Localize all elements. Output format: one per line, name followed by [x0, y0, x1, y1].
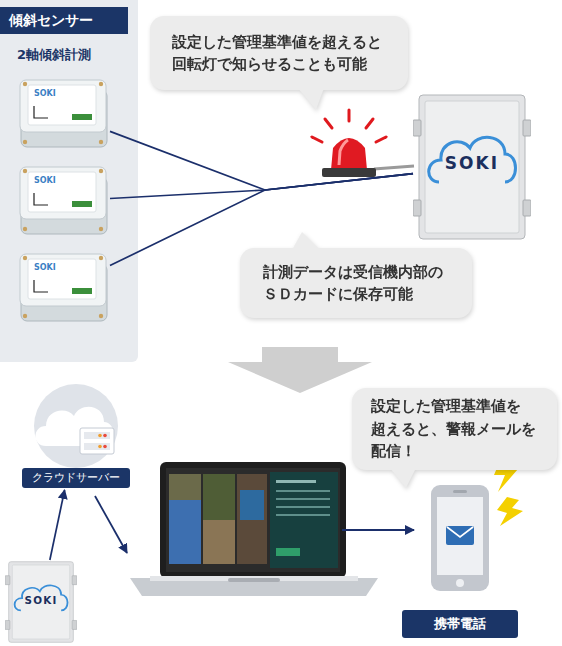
- node-graphic: [20, 382, 132, 470]
- callout-body: 計測データは受信機内部の ＳＤカードに保存可能: [263, 261, 449, 306]
- sensor-device: SOKI: [18, 252, 110, 324]
- logo-text: SOKI: [5, 594, 77, 606]
- sensor-panel: SOKI SOKI SOKI 傾斜センサー 2軸傾斜計測: [0, 0, 138, 362]
- callout-body: 設定した管理基準値を 超えると、警報メールを 配信！: [371, 395, 538, 463]
- callout-bubble: 設定した管理基準値を 超えると、警報メールを 配信！: [352, 388, 557, 470]
- lamp-dome: [331, 138, 367, 170]
- lamp-rays: [312, 110, 386, 142]
- callout-bubble: 計測データは受信機内部の ＳＤカードに保存可能: [240, 248, 472, 318]
- callout-tail: [150, 16, 408, 90]
- logo-text: SOKI: [34, 176, 56, 185]
- callout-text: 設定した管理基準値を 超えると、警報メールを 配信！: [371, 395, 538, 463]
- laptop: [130, 462, 378, 596]
- connector-line: [110, 131, 413, 190]
- lamp-base: [322, 168, 376, 177]
- logo: SOKI: [413, 153, 531, 173]
- cloud-server: クラウドサーバー: [20, 382, 132, 490]
- callout-tail: [240, 248, 472, 318]
- node-graphic: [18, 252, 110, 324]
- callout-bubble: 設定した管理基準値を超えると 回転灯で知らせることも可能: [150, 16, 408, 90]
- connector-line: [110, 174, 413, 266]
- callout-text: 計測データは受信機内部の ＳＤカードに保存可能: [263, 261, 449, 306]
- node-graphic: [18, 78, 110, 150]
- node-graphic: [18, 165, 110, 237]
- flow-arrow-line: [95, 496, 127, 553]
- connector-line: [110, 174, 413, 199]
- logo-text: SOKI: [34, 89, 56, 98]
- receiver-box: SOKI: [5, 560, 77, 644]
- callout-text: 設定した管理基準値を超えると 回転灯で知らせることも可能: [172, 31, 386, 76]
- node-label: 携帯電話: [402, 610, 518, 638]
- logo: SOKI: [5, 594, 77, 606]
- sensor-device: SOKI: [18, 165, 110, 237]
- flow-arrow: [228, 347, 372, 393]
- node-label: クラウドサーバー: [22, 468, 130, 488]
- rotating-lamp: [312, 110, 414, 177]
- flow-arrow-line: [342, 529, 414, 531]
- receiver-box: SOKI: [413, 92, 531, 242]
- logo-text: SOKI: [34, 263, 56, 272]
- mobile-phone: 携帯電話: [398, 482, 522, 642]
- logo-text: SOKI: [413, 153, 531, 173]
- node-graphic: [398, 482, 522, 606]
- sensor-device: SOKI: [18, 78, 110, 150]
- connector-line: [50, 490, 65, 560]
- lamp-highlight: [339, 140, 348, 165]
- lamp-cable: [374, 166, 414, 169]
- callout-body: 設定した管理基準値を超えると 回転灯で知らせることも可能: [172, 31, 386, 76]
- panel-heading: 傾斜センサー: [0, 7, 128, 34]
- panel-subtitle: 2軸傾斜計測: [17, 46, 91, 64]
